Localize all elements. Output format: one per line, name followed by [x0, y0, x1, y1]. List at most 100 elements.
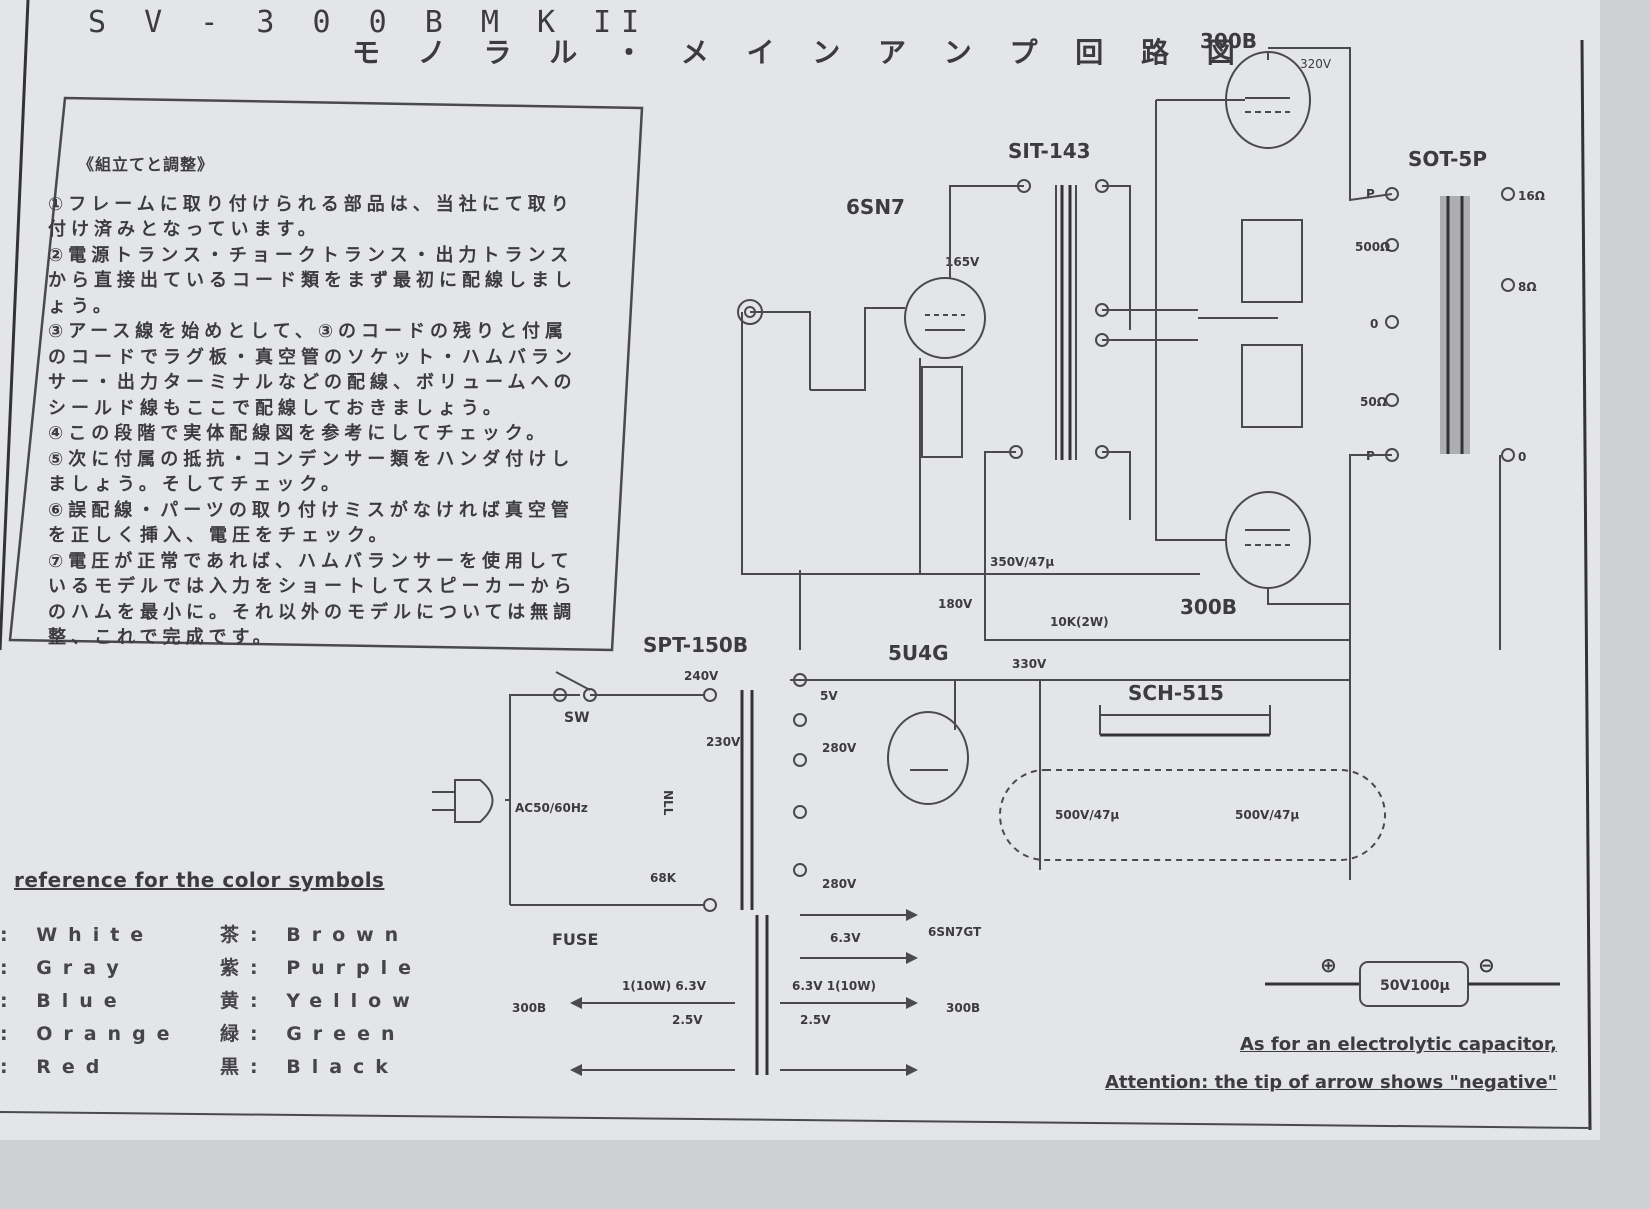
assembly-notes: 《組立てと調整》 ①フレームに取り付けられる部品は、当社にて取り 付け済みとなっ…: [48, 152, 628, 651]
out-16-label: 16Ω: [1518, 189, 1545, 203]
assembly-note-line: ④この段階で実体配線図を参考にしてチェック。: [48, 423, 550, 444]
label-240v: 240V: [684, 669, 719, 683]
assembly-note-line: ①フレームに取り付けられる部品は、当社にて取り: [48, 193, 574, 215]
ac-plug: [454, 779, 494, 823]
assembly-note-line: いるモデルでは入力をショートしてスピーカーから: [48, 576, 577, 597]
tube-5u4g: [887, 711, 969, 805]
circuit-diagram: S V - 3 0 0 B M K II モ ノ ラ ル ・ メ イ ン ア ン…: [0, 0, 1592, 1131]
sec-500-label: 500Ω: [1355, 240, 1390, 254]
mains-wire-top: [509, 694, 560, 905]
nll-label: NLL: [661, 790, 675, 816]
cap-box-lower: [1241, 344, 1303, 428]
heater-lines: [570, 909, 918, 1076]
output-transformer: [1385, 187, 1515, 462]
assembly-notes-heading: 《組立てと調整》: [78, 155, 215, 174]
wiring: [741, 47, 1501, 880]
power-transformer: [703, 673, 807, 1075]
assembly-note-line: サー・出力ターミナルなどの配線、ボリュームへの: [48, 372, 577, 393]
cap-100-label: 50V100μ: [1380, 978, 1450, 994]
label-280v-b: 280V: [822, 877, 857, 891]
res-10k-label: 10K(2W): [1050, 615, 1109, 629]
label-280v-a: 280V: [822, 741, 857, 755]
color-left: : Red: [0, 1056, 111, 1078]
assembly-note-line: 付け済みとなっています。: [48, 219, 321, 240]
color-left: : Gray: [0, 957, 130, 979]
assembly-note-line: 整、これで完成です。: [48, 627, 276, 648]
notes-box: [8, 96, 644, 652]
label-165v: 165V: [945, 255, 980, 269]
switch-contact-a: [553, 688, 567, 702]
r68k-label: 68K: [650, 871, 677, 885]
color-left: : Blue: [0, 990, 128, 1012]
color-row: : Gray 紫: Purple: [0, 953, 422, 986]
choke-title: SCH-515: [1128, 681, 1224, 705]
page-title: S V - 3 0 0 B M K II: [88, 5, 649, 40]
assembly-note-line: ⑥誤配線・パーツの取り付けミスがなければ真空管: [48, 499, 574, 521]
input-jack: [737, 299, 763, 325]
sheet-right-border: [1580, 39, 1592, 1131]
schematic-sheet: S V - 3 0 0 B M K II モ ノ ラ ル ・ メ イ ン ア ン…: [0, 0, 1600, 1140]
capacitor-symbol: [1265, 961, 1560, 1007]
switch-contact-b: [583, 688, 597, 702]
label-6sn7gt: 6SN7GT: [928, 925, 982, 939]
assembly-note-line: ②電源トランス・チョークトランス・出力トランス: [48, 244, 574, 266]
cap-350v-label: 350V/47μ: [990, 555, 1054, 569]
capacitor-note-line2: Attention: the tip of arrow shows "negat…: [1105, 1072, 1558, 1093]
label-5v: 5V: [820, 689, 838, 703]
tube-300b-bottom: [1225, 491, 1311, 589]
out-0-label: 0: [1518, 450, 1526, 464]
assembly-note-line: シールド線もここで配線しておきましょう。: [48, 397, 506, 419]
interstage-transformer: [1009, 179, 1109, 460]
primary-p1-label: P: [1366, 187, 1375, 201]
interstage-title: SIT-143: [1008, 139, 1091, 163]
sec-50-label: 50Ω: [1360, 395, 1387, 409]
tube-6sn7-title: 6SN7: [846, 195, 905, 219]
switch-label: SW: [564, 710, 590, 726]
assembly-note-line: のコードでラグ板・真空管のソケット・ハムバラン: [48, 346, 577, 368]
color-right: 紫: Purple: [220, 957, 423, 979]
assembly-note-line: ょう。: [48, 295, 116, 317]
ac-label: AC50/60Hz: [515, 801, 588, 815]
color-reference-title: reference for the color symbols: [14, 868, 385, 892]
label-180v: 180V: [938, 597, 973, 611]
tube-300b-bottom-title: 300B: [1180, 595, 1237, 619]
sec-0-label: 0: [1370, 317, 1378, 331]
switch-blade: [555, 671, 591, 691]
cap-500a-label: 500V/47μ: [1055, 808, 1119, 822]
cap-500b-label: 500V/47μ: [1235, 808, 1299, 822]
color-right: 黒: Black: [220, 1056, 399, 1078]
label-6-3v: 6.3V: [830, 931, 861, 945]
label-230v: 230V: [706, 735, 741, 749]
capacitor-note-line1: As for an electrolytic capacitor,: [1240, 1034, 1557, 1055]
assembly-note-line: から直接出ているコード類をまず最初に配線しまし: [48, 270, 577, 291]
power-trans-title: SPT-150B: [643, 633, 748, 657]
color-left: : Orange: [0, 1023, 181, 1045]
tube-5u4g-title: 5U4G: [888, 641, 949, 665]
out-8-label: 8Ω: [1518, 280, 1537, 294]
color-row: : Blue 黄: Yellow: [0, 986, 422, 1019]
filament-right-label: 6.3V 1(10W): [792, 979, 876, 993]
cap-plus-symbol: ⊕: [1320, 953, 1337, 977]
tube-6sn7: [904, 277, 986, 359]
cap-box-6sn7: [921, 366, 963, 458]
label-2-5v-a: 2.5V: [672, 1013, 703, 1027]
color-left: : White: [0, 924, 155, 946]
tube-300b-top-title: 300B: [1200, 29, 1257, 53]
label-330v: 330V: [1012, 657, 1047, 671]
cap-minus-symbol: ⊖: [1478, 953, 1495, 977]
label-320v: 320V: [1300, 57, 1332, 71]
assembly-note-line: のハムを最小に。それ以外のモデルについては無調: [48, 601, 577, 623]
color-right: 黄: Yellow: [220, 990, 421, 1012]
cap-box-upper: [1241, 219, 1303, 303]
assembly-note-line: ましょう。そしてチェック。: [48, 474, 344, 495]
sheet-left-border: [0, 0, 30, 651]
fuse-label: FUSE: [552, 930, 598, 949]
output-trans-title: SOT-5P: [1408, 147, 1487, 171]
right-300b-label: 300B: [946, 1001, 980, 1015]
assembly-note-line: ⑤次に付属の抵抗・コンデンサー類をハンダ付けし: [48, 448, 575, 470]
assembly-note-line: を正しく挿入、電圧をチェック。: [48, 525, 392, 546]
assembly-note-line: ③アース線を始めとして、③のコードの残りと付属: [48, 321, 569, 342]
